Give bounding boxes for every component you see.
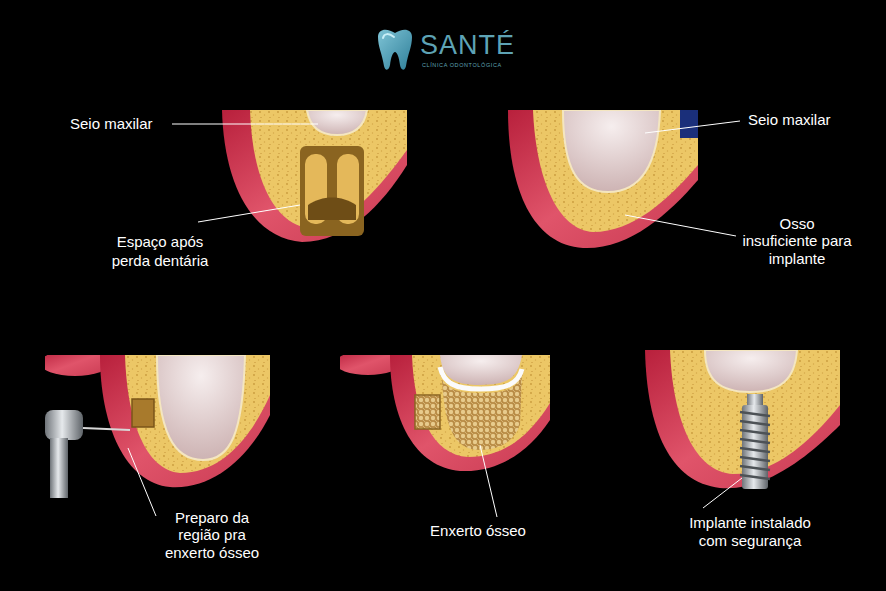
maxilla-section xyxy=(340,355,550,471)
step-label: Implante instalado com segurança xyxy=(680,514,820,550)
brand-subtitle: CLÍNICA ODONTOLÓGICA xyxy=(422,62,502,68)
leader-lines xyxy=(128,121,742,517)
step-label: Preparo da região pra enxerto ósseo xyxy=(157,509,267,561)
brand-name: SANTÉ xyxy=(420,31,515,61)
dental-implant xyxy=(740,394,770,489)
maxilla-section xyxy=(508,110,698,248)
part-label: Seio maxilar xyxy=(70,115,153,132)
part-label: Espaço após perda dentária xyxy=(100,233,220,271)
maxilla-section xyxy=(645,350,840,489)
part-label: Osso insuficiente para implante xyxy=(742,215,852,267)
maxilla-section xyxy=(222,110,407,242)
part-label: Seio maxilar xyxy=(748,111,831,128)
step-label: Enxerto ósseo xyxy=(430,522,526,539)
maxilla-section xyxy=(45,355,270,487)
dental-handpiece xyxy=(45,410,130,498)
tooth-logo xyxy=(378,30,412,70)
